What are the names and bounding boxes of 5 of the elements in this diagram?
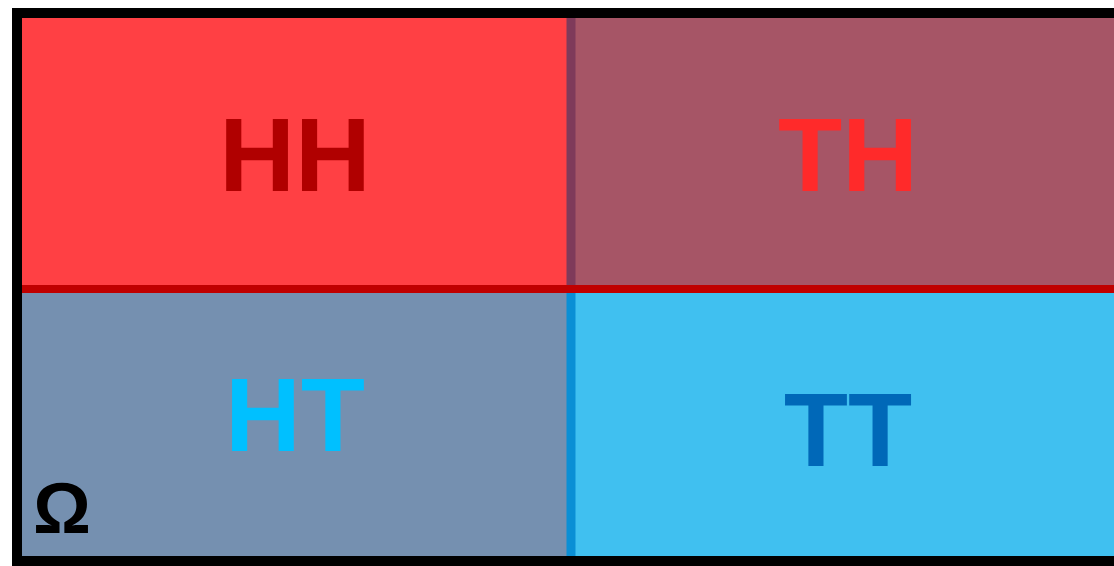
set-symbol: Ω — [36, 482, 88, 533]
frame — [12, 8, 1114, 566]
outcome-cell: TT — [571, 289, 1114, 558]
outcome-cell: HH — [22, 18, 571, 289]
outcome-cell: TH — [571, 18, 1114, 289]
